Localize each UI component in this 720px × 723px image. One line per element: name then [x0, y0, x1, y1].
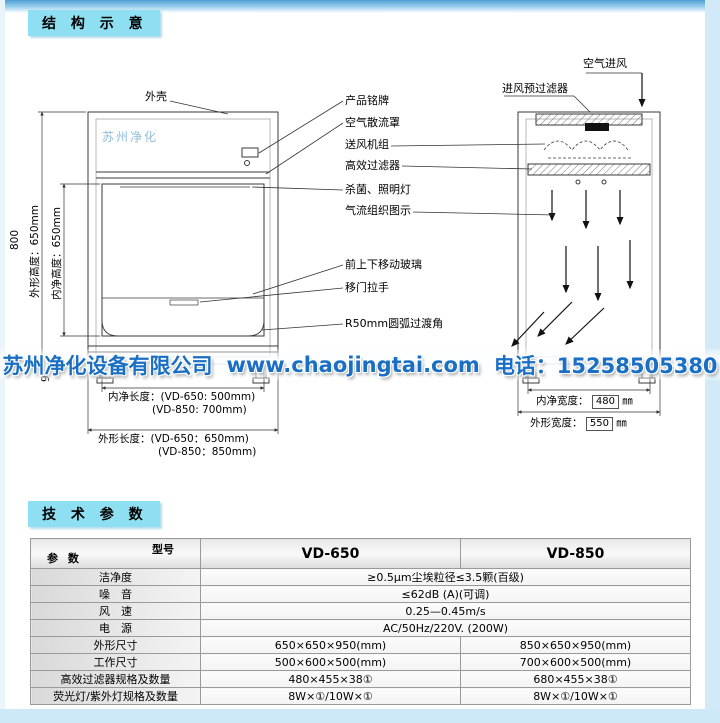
param-value: ≥0.5μm尘埃粒径≤3.5颗(百级) [200, 568, 691, 586]
phone-number: 电话：15258505380 [493, 353, 718, 378]
spec-row-work-size: 工作尺寸 500×600×500(mm) 700×600×500(mm) [30, 653, 691, 671]
param-value-vd850: 700×600×500(mm) [460, 653, 691, 671]
param-label: 荧光灯/紫外灯规格及数量 [30, 687, 201, 705]
param-value-vd850: 8W×①/10W×① [460, 687, 691, 705]
param-label: 风 速 [30, 602, 201, 620]
label-door-handle: 移门拉手 [345, 281, 389, 294]
specs-table: 型号 参 数 VD-650 VD-850 洁净度 ≥0.5μm尘埃粒径≤3.5颗… [30, 538, 691, 705]
param-value: ≤62dB (A)(可调) [200, 585, 691, 603]
param-label: 噪 音 [30, 585, 201, 603]
leader-lines [169, 72, 642, 331]
param-value-vd650: 500×600×500(mm) [200, 653, 461, 671]
param-label: 电 源 [30, 619, 201, 637]
dim-outer-height: 外形高度：650mm [29, 205, 41, 298]
top-gradient-strip [0, 0, 720, 13]
brand-watermark: 苏州净化 [102, 130, 159, 144]
spec-row-hepa: 高效过滤器规格及数量 480×455×38① 680×455×38① [30, 670, 691, 688]
dim-outer-length-2: (VD-850：850mm) [158, 446, 257, 458]
label-shell: 外壳 [145, 90, 167, 103]
bottom-edge-strip [0, 709, 720, 723]
label-air-inlet: 空气进风 [583, 57, 627, 70]
label-fan-unit: 送风机组 [345, 138, 389, 151]
param-label: 外形尺寸 [30, 636, 201, 654]
section-title-structure: 结 构 示 意 [28, 10, 160, 36]
label-prefilter: 进风预过滤器 [502, 82, 568, 95]
dim-800: 800 [9, 229, 21, 250]
param-value-vd850: 680×455×38① [460, 670, 691, 688]
model-vd650-header: VD-650 [200, 538, 461, 569]
model-vd850-header: VD-850 [460, 538, 691, 569]
param-value-vd650: 8W×①/10W×① [200, 687, 461, 705]
label-airflow-diagram: 气流组织图示 [345, 204, 411, 217]
specs-header-row: 型号 参 数 VD-650 VD-850 [30, 538, 691, 569]
front-view-cabinet [87, 111, 279, 384]
dim-inner-length-2: (VD-850: 700mm) [152, 404, 247, 416]
dim-outer-width-unit: ㎜ [616, 417, 627, 429]
corner-model-label: 型号 [152, 543, 174, 556]
dim-outer-width: 外形宽度： 550 ㎜ [530, 417, 627, 431]
param-value: 0.25—0.45m/s [200, 602, 691, 620]
dim-inner-width-label: 内净宽度： [536, 395, 589, 407]
watermark-banner: 苏州净化设备有限公司 www.chaojingtai.com 电话：152585… [0, 349, 720, 380]
spec-row-power: 电 源 AC/50Hz/220V. (200W) [30, 619, 691, 637]
corner-cell: 型号 参 数 [30, 538, 201, 569]
airflow-arrows [511, 73, 646, 347]
label-moving-glass: 前上下移动玻璃 [345, 258, 422, 271]
spec-row-airspeed: 风 速 0.25—0.45m/s [30, 602, 691, 620]
website-url: www.chaojingtai.com [226, 352, 480, 377]
param-label: 工作尺寸 [30, 653, 201, 671]
param-value-vd650: 480×455×38① [200, 670, 461, 688]
corner-param-label: 参 数 [47, 552, 82, 565]
dim-inner-width-value: 480 [591, 395, 619, 409]
section-title-specs: 技 术 参 数 [28, 501, 160, 527]
label-uv-lamp: 杀菌、照明灯 [345, 183, 411, 196]
param-value-vd850: 850×650×950(mm) [460, 636, 691, 654]
param-label: 洁净度 [30, 568, 201, 586]
side-view-cabinet [517, 111, 661, 384]
dim-outer-length-1: 外形长度：(VD-650：650mm) [98, 433, 249, 445]
spec-row-noise: 噪 音 ≤62dB (A)(可调) [30, 585, 691, 603]
label-nameplate: 产品铭牌 [345, 94, 389, 107]
dim-inner-width-unit: ㎜ [622, 395, 633, 407]
label-hepa-filter: 高效过滤器 [345, 159, 400, 172]
param-label: 高效过滤器规格及数量 [30, 670, 201, 688]
dim-inner-height: 内净高度：650mm [51, 207, 63, 300]
spec-row-lamps: 荧光灯/紫外灯规格及数量 8W×①/10W×① 8W×①/10W×① [30, 687, 691, 705]
param-value-vd650: 650×650×950(mm) [200, 636, 461, 654]
dim-outer-width-label: 外形宽度： [530, 417, 583, 429]
spec-row-cleanliness: 洁净度 ≥0.5μm尘埃粒径≤3.5颗(百级) [30, 568, 691, 586]
dim-outer-width-value: 550 [585, 417, 613, 431]
label-arc-corner: R50mm圆弧过渡角 [345, 317, 444, 330]
dim-inner-width: 内净宽度： 480 ㎜ [536, 395, 633, 409]
dim-inner-length-1: 内净长度：(VD-650: 500mm) [108, 391, 256, 403]
label-diffuser: 空气散流罩 [345, 116, 400, 129]
spec-row-outer-size: 外形尺寸 650×650×950(mm) 850×650×950(mm) [30, 636, 691, 654]
company-name: 苏州净化设备有限公司 [2, 353, 213, 378]
param-value: AC/50Hz/220V. (200W) [200, 619, 691, 637]
